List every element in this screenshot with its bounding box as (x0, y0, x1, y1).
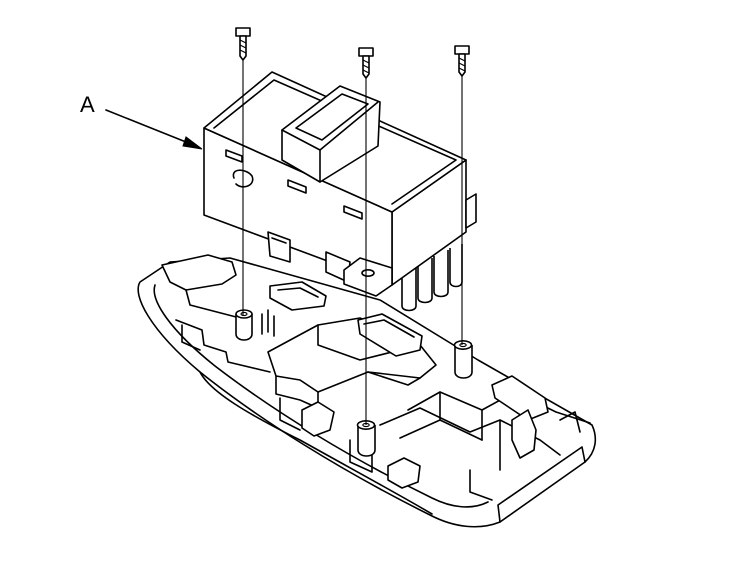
screw-boss-right (453, 339, 473, 379)
screw-center (358, 47, 374, 425)
switch-unit-a (203, 71, 477, 312)
callout-a-leader (105, 109, 203, 150)
screw-right (454, 45, 470, 345)
callout-label-a: A (80, 92, 95, 117)
screw-boss-left (235, 309, 253, 341)
mounting-ear (343, 257, 393, 297)
lower-housing-tray (137, 254, 597, 528)
screw-boss-center (356, 419, 376, 457)
screw-left (235, 27, 251, 316)
connector-socket (281, 85, 381, 183)
